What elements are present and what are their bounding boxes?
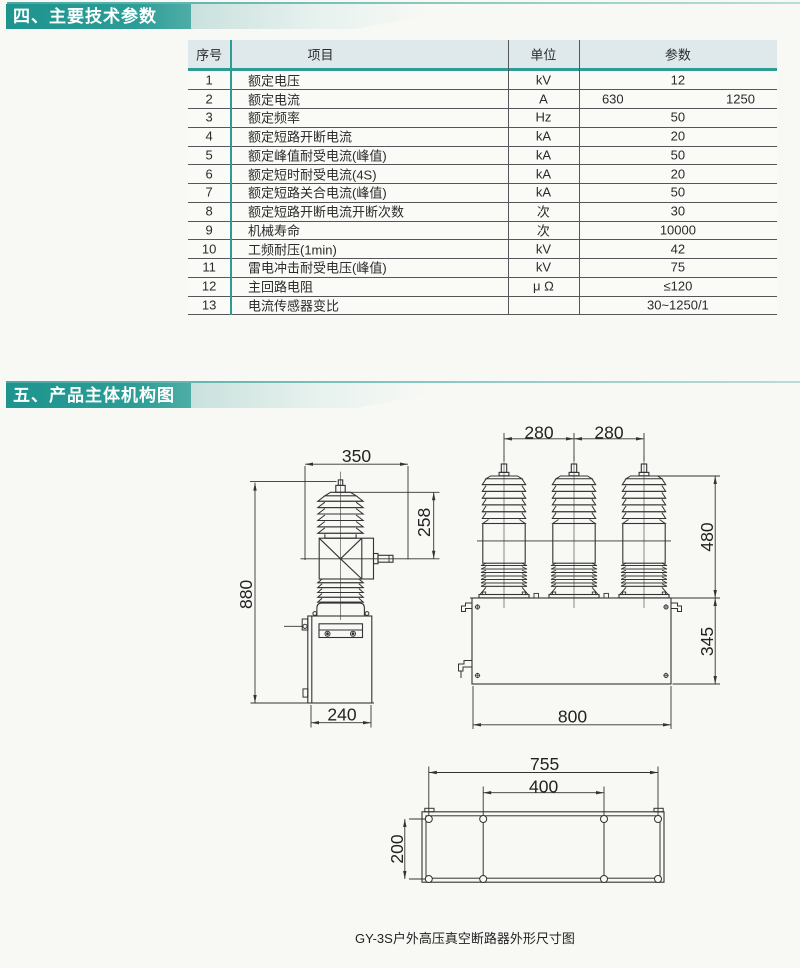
svg-text:258: 258 — [414, 508, 434, 537]
svg-text:480: 480 — [697, 522, 717, 551]
svg-text:350: 350 — [342, 446, 371, 466]
svg-text:240: 240 — [327, 705, 356, 725]
svg-text:345: 345 — [697, 627, 717, 656]
svg-text:400: 400 — [529, 777, 558, 797]
svg-text:280: 280 — [524, 423, 553, 443]
svg-text:280: 280 — [594, 423, 623, 443]
svg-text:755: 755 — [530, 754, 559, 774]
svg-text:200: 200 — [387, 834, 407, 863]
svg-text:800: 800 — [558, 707, 587, 727]
svg-text:880: 880 — [236, 580, 256, 609]
